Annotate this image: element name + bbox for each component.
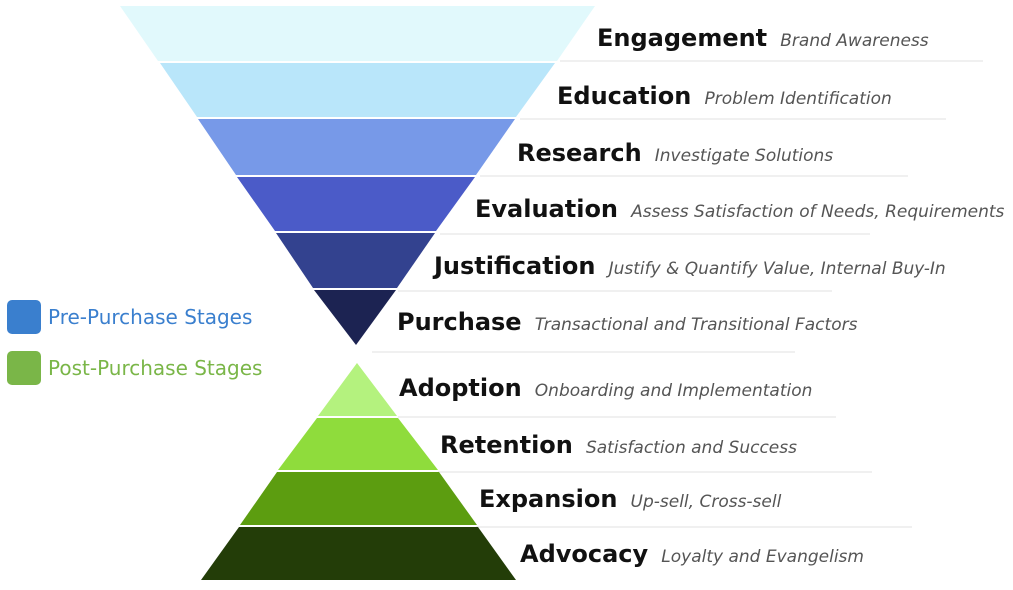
stage-label-advocacy: Advocacy Loyalty and Evangelism — [520, 540, 864, 568]
pyramid-segment-expansion — [240, 472, 477, 525]
divider-lines — [372, 60, 983, 528]
stage-label-expansion: Expansion Up-sell, Cross-sell — [479, 485, 782, 513]
stage-name: Justification — [432, 252, 595, 280]
funnel-segment-evaluation — [237, 177, 475, 231]
stage-description: Onboarding and Implementation — [535, 381, 813, 401]
stage-name: Education — [557, 82, 691, 110]
funnel-segment-education — [160, 63, 555, 117]
stage-label-retention: Retention Satisfaction and Success — [440, 431, 797, 459]
stage-description: Transactional and Transitional Factors — [535, 315, 858, 335]
post-purchase-pyramid — [201, 363, 516, 580]
stage-name: Expansion — [479, 485, 617, 513]
stage-description: Problem Identification — [704, 89, 891, 109]
stage-label-adoption: Adoption Onboarding and Implementation — [399, 374, 812, 402]
stage-description: Up-sell, Cross-sell — [631, 492, 782, 512]
legend: Pre-Purchase Stages Post-Purchase Stages — [7, 300, 262, 385]
pyramid-segment-advocacy — [201, 527, 516, 580]
stage-name: Adoption — [399, 374, 522, 402]
stage-name: Purchase — [397, 308, 522, 336]
stage-label-education: Education Problem Identification — [557, 82, 892, 110]
stage-description: Assess Satisfaction of Needs, Requiremen… — [630, 202, 1004, 222]
stage-label-evaluation: Evaluation Assess Satisfaction of Needs,… — [475, 195, 1005, 223]
stage-label-justification: Justification Justify & Quantify Value, … — [432, 252, 946, 280]
funnel-segment-purchase — [314, 290, 396, 345]
stage-name: Engagement — [597, 24, 767, 52]
funnel-segment-justification — [276, 233, 435, 288]
funnel-segment-engagement — [120, 6, 595, 61]
stage-label-purchase: Purchase Transactional and Transitional … — [397, 308, 858, 336]
stage-description: Investigate Solutions — [655, 146, 834, 166]
stage-description: Justify & Quantify Value, Internal Buy-I… — [606, 259, 946, 279]
stage-description: Brand Awareness — [780, 31, 929, 51]
stage-name: Retention — [440, 431, 573, 459]
stage-name: Evaluation — [475, 195, 618, 223]
legend-swatch-post-purchase — [7, 351, 41, 385]
stage-label-engagement: Engagement Brand Awareness — [597, 24, 929, 52]
stage-labels: Engagement Brand Awareness Education Pro… — [397, 24, 1005, 568]
pyramid-segment-adoption — [318, 363, 397, 416]
funnel-segment-research — [198, 119, 515, 175]
legend-label-post-purchase: Post-Purchase Stages — [48, 356, 262, 380]
pre-purchase-funnel — [120, 6, 595, 345]
stage-name: Research — [517, 139, 642, 167]
stage-label-research: Research Investigate Solutions — [517, 139, 833, 167]
stage-name: Advocacy — [520, 540, 649, 568]
stage-description: Loyalty and Evangelism — [661, 547, 864, 567]
legend-label-pre-purchase: Pre-Purchase Stages — [48, 305, 252, 329]
legend-swatch-pre-purchase — [7, 300, 41, 334]
stage-description: Satisfaction and Success — [586, 438, 797, 458]
pyramid-segment-retention — [278, 418, 438, 470]
